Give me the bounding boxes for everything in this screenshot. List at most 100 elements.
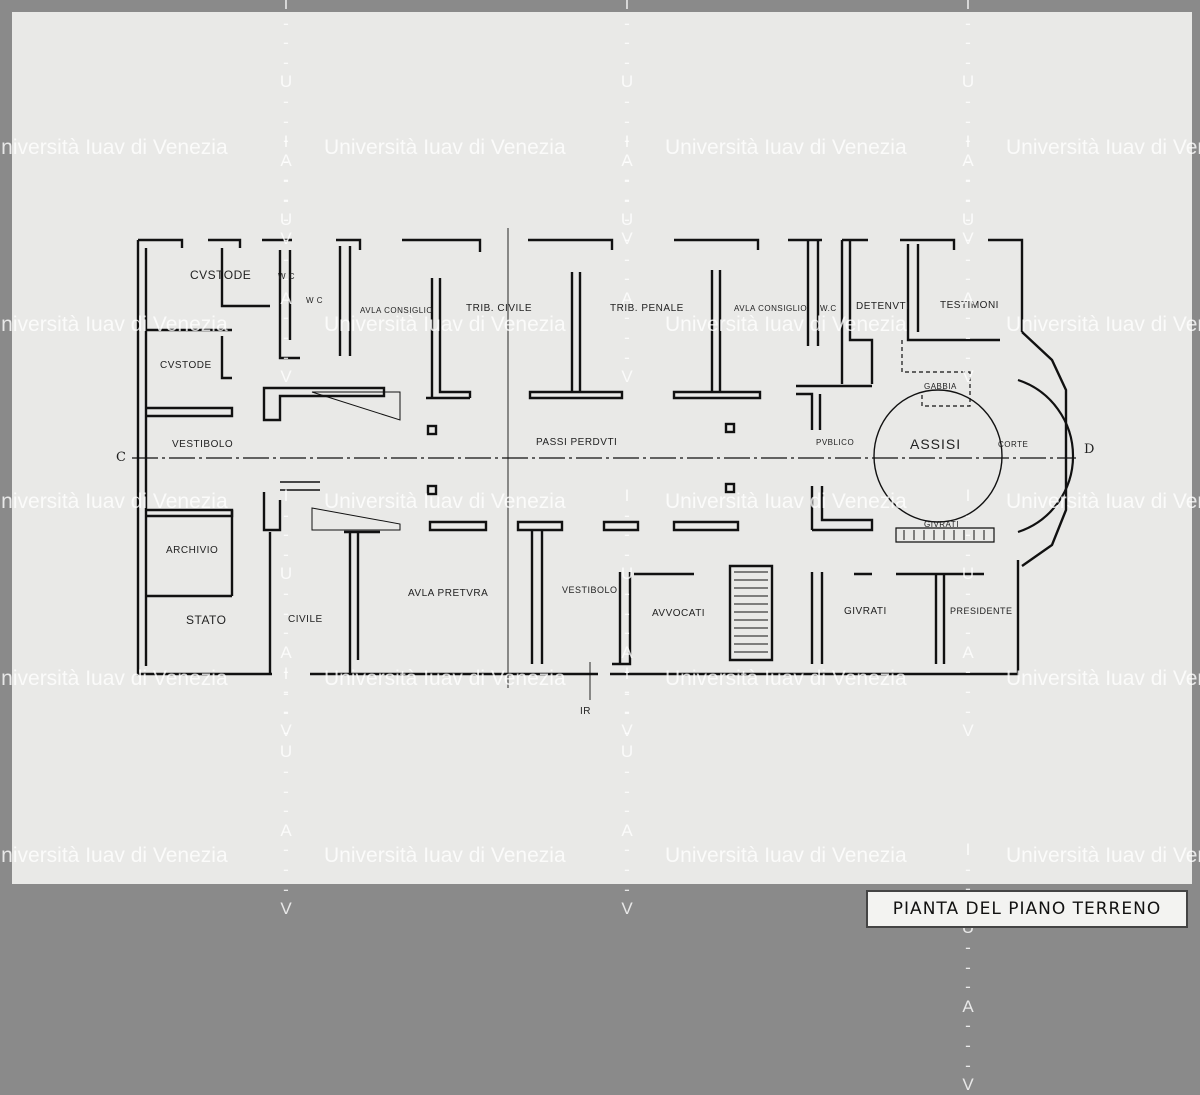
watermark-letter: - (283, 840, 289, 860)
watermark-letter: I (283, 132, 289, 151)
watermark-letter: - (624, 781, 630, 801)
watermark-letter: A (962, 150, 974, 170)
room-custode-upper: CVSTODE (190, 268, 252, 282)
watermark-letter: A (280, 150, 292, 170)
watermark-letter: - (283, 33, 289, 53)
watermark-letter: - (965, 1016, 971, 1036)
watermark-letter: - (283, 229, 289, 249)
watermark-text: Università Iuav di Venezia (0, 667, 228, 690)
watermark-letter: - (624, 308, 630, 328)
watermark-letter: - (624, 525, 630, 545)
watermark-letter: - (283, 801, 289, 821)
watermark-column: I---U---A---V (950, 840, 986, 1095)
watermark-letter: U (620, 210, 634, 230)
scale-label: IR (580, 706, 591, 717)
watermark-letter: A (621, 288, 633, 308)
watermark-letter: I (965, 486, 971, 505)
watermark-text: Università Iuav di Venezia (665, 313, 907, 336)
watermark-letter: - (624, 190, 630, 210)
watermark-text: Università Iuav di Venezia (0, 844, 228, 867)
watermark-letter: - (283, 722, 289, 742)
watermark-letter: I (624, 486, 630, 505)
watermark-column: I---U---A---V (609, 132, 645, 387)
watermark-text: Università Iuav di Venezia (324, 844, 566, 867)
watermark-letter: - (283, 151, 289, 171)
watermark-text: Università Iuav di Venezia (1006, 490, 1200, 513)
watermark-letter: V (962, 1075, 974, 1095)
watermark-letter: - (283, 91, 289, 111)
watermark-letter: V (621, 899, 633, 919)
watermark-letter: U (961, 72, 975, 92)
watermark-text: Università Iuav di Venezia (0, 136, 228, 159)
watermark-letter: - (283, 544, 289, 564)
watermark-letter: - (283, 583, 289, 603)
watermark-text: Università Iuav di Venezia (324, 490, 566, 513)
watermark-letter: - (965, 505, 971, 525)
watermark-letter: - (283, 683, 289, 703)
watermark-letter: - (283, 859, 289, 879)
watermark-column: I---U---A---V (950, 0, 986, 249)
watermark-letter: V (280, 899, 292, 919)
watermark-column: I---U---A---V (268, 486, 304, 741)
watermark-letter: - (624, 505, 630, 525)
watermark-letter: - (283, 171, 289, 191)
drawing-sheet (12, 12, 1192, 884)
watermark-text: Università Iuav di Venezia (0, 313, 228, 336)
watermark-letter: - (624, 761, 630, 781)
watermark-letter: I (624, 664, 630, 683)
watermark-letter: - (965, 623, 971, 643)
watermark-letter: A (621, 150, 633, 170)
watermark-letter: - (624, 879, 630, 899)
watermark-letter: - (624, 840, 630, 860)
watermark-letter: - (624, 91, 630, 111)
watermark-letter: I (624, 132, 630, 151)
watermark-letter: - (283, 525, 289, 545)
watermark-letter: - (283, 662, 289, 682)
watermark-column: I---U---A---V (609, 486, 645, 741)
watermark-letter: - (965, 859, 971, 879)
watermark-letter: - (624, 171, 630, 191)
watermark-letter: - (624, 681, 630, 701)
watermark-letter: - (624, 603, 630, 623)
watermark-letter: - (965, 209, 971, 229)
watermark-letter: V (621, 229, 633, 249)
room-vestibolo-2: VESTIBOLO (562, 585, 618, 595)
watermark-letter: - (283, 269, 289, 289)
watermark-letter: - (283, 190, 289, 210)
watermark-text: Università Iuav di Venezia (665, 667, 907, 690)
watermark-letter: U (620, 72, 634, 92)
watermark-letter: A (962, 642, 974, 662)
watermark-text: Università Iuav di Venezia (665, 490, 907, 513)
watermark-letter: - (965, 229, 971, 249)
room-passi-perduti: PASSI PERDVTI (536, 437, 618, 448)
watermark-letter: I (965, 132, 971, 151)
watermark-letter: - (965, 91, 971, 111)
watermark-letter: - (624, 544, 630, 564)
watermark-letter: - (624, 131, 630, 151)
watermark-letter: A (962, 996, 974, 1016)
watermark-letter: V (962, 721, 974, 741)
watermark-letter: - (283, 347, 289, 367)
watermark-letter: - (624, 52, 630, 72)
watermark-letter: - (624, 249, 630, 269)
watermark-letter: - (283, 189, 289, 209)
watermark-letter: - (283, 781, 289, 801)
watermark-letter: - (624, 170, 630, 190)
watermark-letter: U (279, 72, 293, 92)
watermark-letter: U (279, 210, 293, 230)
watermark-letter: - (965, 13, 971, 33)
watermark-letter: - (283, 111, 289, 131)
watermark-letter: - (624, 189, 630, 209)
watermark-letter: - (624, 722, 630, 742)
watermark-letter: - (965, 33, 971, 53)
watermark-letter: - (965, 269, 971, 289)
room-presidente: PRESIDENTE (950, 606, 1013, 616)
watermark-letter: - (965, 189, 971, 209)
watermark-letter: - (283, 623, 289, 643)
room-wc-3: W.C (820, 304, 837, 313)
room-publico: PVBLICO (816, 438, 855, 447)
watermark-letter: I (283, 0, 289, 13)
watermark-letter: - (965, 662, 971, 682)
watermark-letter: - (624, 13, 630, 33)
watermark-letter: - (624, 33, 630, 53)
